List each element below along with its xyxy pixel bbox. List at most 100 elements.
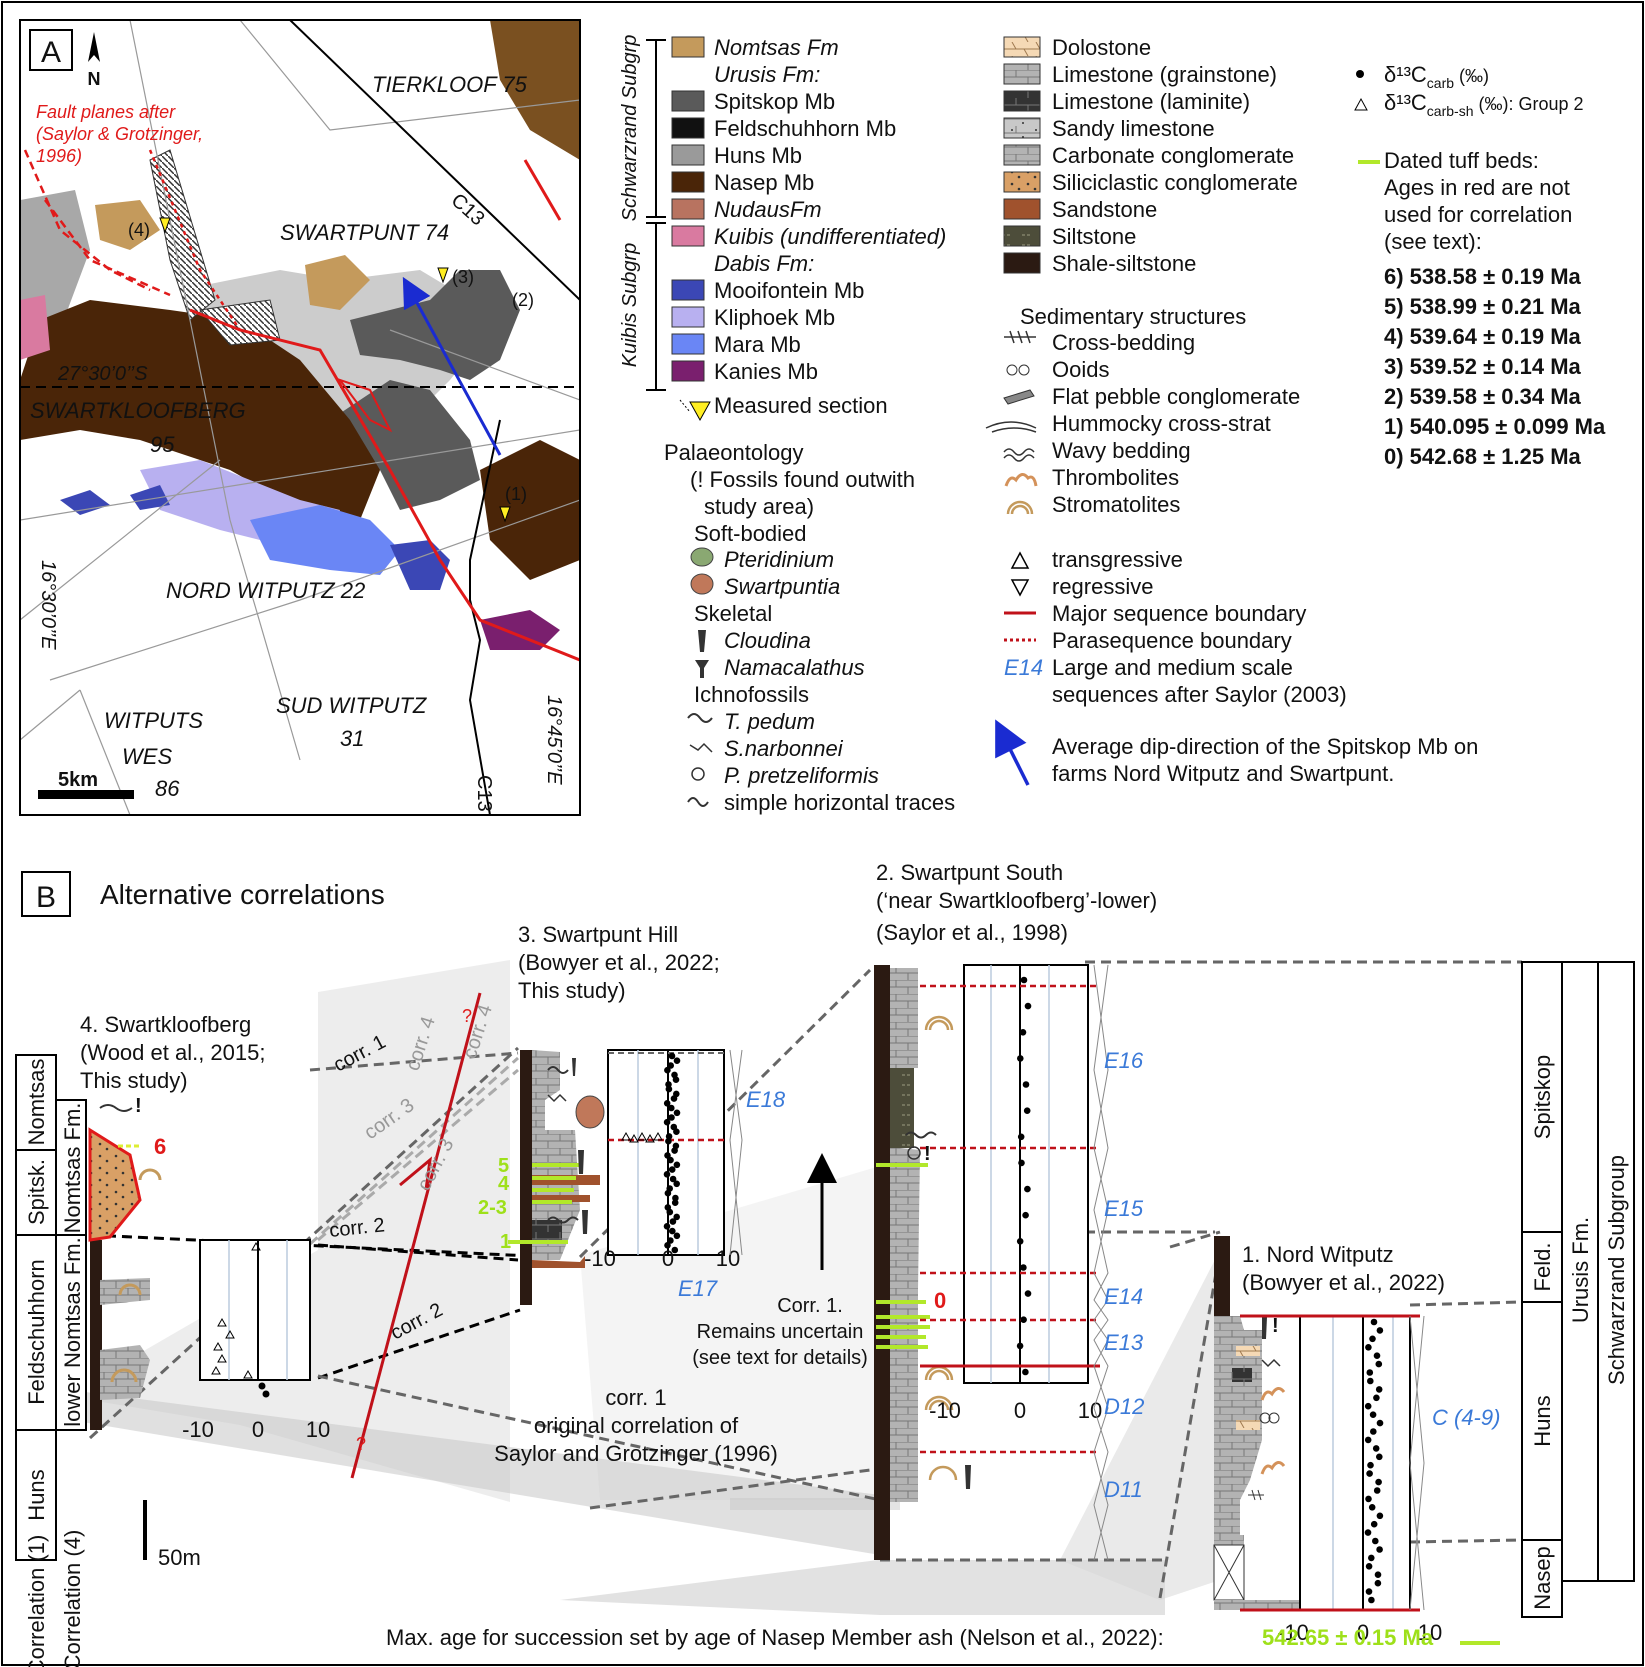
- paleo-note-2: study area): [704, 494, 814, 519]
- north-label: N: [88, 69, 101, 89]
- s3-title-1: 3. Swartpunt Hill: [518, 922, 678, 947]
- isotope-point: [664, 1152, 671, 1159]
- litho-swatch: [1003, 252, 1041, 274]
- farm-sud-witputz: SUD WITPUTZ: [276, 693, 428, 718]
- unit-swatch: [671, 333, 705, 355]
- seq-para: Parasequence boundary: [1052, 628, 1292, 653]
- s4-tick-0: 0: [252, 1417, 264, 1442]
- s1-title-1: 1. Nord Witputz: [1242, 1242, 1394, 1267]
- isotope-point: [663, 1118, 671, 1126]
- isotope-point: [1376, 1419, 1384, 1427]
- s1-tick-0: 0: [1357, 1620, 1369, 1645]
- isotope-point: [669, 1218, 677, 1225]
- struct-title: Sedimentary structures: [1020, 304, 1246, 329]
- road-c13-north: [289, 21, 579, 301]
- ooids-icon: [1018, 364, 1030, 376]
- isotope-point: [673, 1161, 681, 1169]
- max-age-value: 542.65 ± 0.15 Ma: [1262, 1625, 1434, 1650]
- iso-carb: δ¹³Ccarb (‰): [1384, 62, 1489, 91]
- s1-seq-c: C (4-9): [1432, 1405, 1500, 1430]
- struct-hummocky: Hummocky cross-strat: [1052, 411, 1271, 436]
- measured-section-label: Measured section: [714, 393, 888, 418]
- isotope-point: [673, 1057, 681, 1064]
- isotope-point: [673, 1109, 681, 1117]
- isotope-point: [665, 1085, 673, 1093]
- litho-label: Limestone (grainstone): [1052, 62, 1277, 87]
- litho-swatch: [1003, 198, 1041, 220]
- isotope-point: [1376, 1546, 1383, 1553]
- litho-label: Carbonate conglomerate: [1052, 143, 1294, 168]
- isotope-point: [671, 1147, 678, 1154]
- isotope-point: [1365, 1344, 1372, 1351]
- tuff-title-1: Dated tuff beds:: [1384, 148, 1539, 173]
- struct-crossbedding: Cross-bedding: [1052, 330, 1195, 355]
- carb-dot-icon: [1356, 70, 1364, 78]
- fault-dotted: [148, 149, 242, 331]
- right-huns: Huns: [1530, 1395, 1555, 1446]
- tuff-title-3: used for correlation: [1384, 202, 1572, 227]
- unit-swatch: [671, 36, 705, 58]
- namacalathus-icon: [695, 660, 709, 678]
- isotope-point: [669, 1227, 676, 1235]
- iso-carbsh: δ¹³Ccarb-sh (‰): Group 2: [1384, 90, 1584, 119]
- s3-title-3: This study): [518, 978, 626, 1003]
- litho-swatch: [1003, 90, 1041, 112]
- col4-lower-nomtsas: lower Nomtsas Fm.: [60, 1237, 85, 1426]
- tuff-age-label: 2) 539.58 ± 0.34 Ma: [1384, 384, 1582, 409]
- unit-label: Huns Mb: [714, 143, 802, 168]
- isotope-point: [1373, 1352, 1381, 1359]
- panel-a-label: A: [41, 36, 61, 69]
- s4-conglomerate: [88, 1127, 142, 1242]
- unit-swatch: [671, 117, 705, 139]
- isotope-point: [1367, 1377, 1374, 1385]
- litho-label: Limestone (laminite): [1052, 89, 1250, 114]
- s2-title-3: (Saylor et al., 1998): [876, 920, 1068, 945]
- farm-sud-witputz-no: 31: [340, 726, 364, 751]
- isotope-point: [1020, 1316, 1027, 1323]
- struct-thrombolites: Thrombolites: [1052, 465, 1179, 490]
- col4-label: Correlation (4): [60, 1530, 85, 1667]
- isotope-point: [1022, 1211, 1029, 1219]
- tuff-age-label: 3) 539.52 ± 0.14 Ma: [1384, 354, 1582, 379]
- isotope-point: [673, 1128, 680, 1135]
- outcrop-nomtsas-ne: [490, 21, 579, 160]
- isotope-point: [1020, 1264, 1027, 1271]
- right-spitskop: Spitskop: [1530, 1055, 1555, 1139]
- isotope-point: [673, 1213, 680, 1221]
- isotope-point: [1368, 1504, 1376, 1511]
- isotope-point: [1016, 1342, 1024, 1350]
- carbsh-triangle-icon: [1354, 97, 1368, 111]
- isotope-point: [1365, 1588, 1373, 1595]
- section-marker-2: (2): [512, 290, 534, 310]
- s2-seq-d11: D11: [1104, 1477, 1143, 1502]
- tuff-age-label: 5) 538.99 ± 0.21 Ma: [1384, 294, 1582, 319]
- section-1-marker: [499, 506, 511, 523]
- litho-swatch: [1003, 63, 1041, 85]
- isotope-point: [1374, 1571, 1382, 1578]
- s3-tick-0: 0: [662, 1246, 674, 1271]
- panel-b-label: B: [36, 881, 56, 914]
- outcrop-kuibis: [21, 295, 50, 360]
- paleo-ppretzeliformis: P. pretzeliformis: [724, 763, 879, 788]
- scale-bar: [38, 790, 134, 799]
- isotope-point: [1373, 1487, 1381, 1494]
- farm-swartpunt: SWARTPUNT 74: [280, 220, 449, 245]
- isotope-point: [1020, 976, 1028, 984]
- coord-lon-e: 16°45’0’’E: [543, 695, 565, 785]
- isotope-point: [1366, 1470, 1373, 1477]
- fault-dashed-2: [44, 199, 171, 297]
- s2-seq-e16: E16: [1104, 1048, 1144, 1073]
- litho-swatch: [1003, 144, 1041, 166]
- flat-pebble-icon: [1003, 389, 1035, 405]
- paleo-title: Palaeontology: [664, 440, 803, 465]
- isotope-point: [664, 1242, 671, 1249]
- farm-witputs-wes: WES: [122, 744, 172, 769]
- stromatolites-icon: [1006, 500, 1034, 515]
- corr1-text-2: original correlation of: [534, 1413, 739, 1438]
- paleo-namacalathus: Namacalathus: [724, 655, 865, 680]
- s2-title-1: 2. Swartpunt South: [876, 860, 1063, 885]
- unit-label: Dabis Fm:: [714, 251, 814, 276]
- paleo-skeletal: Skeletal: [694, 601, 772, 626]
- struct-wavy: Wavy bedding: [1052, 438, 1191, 463]
